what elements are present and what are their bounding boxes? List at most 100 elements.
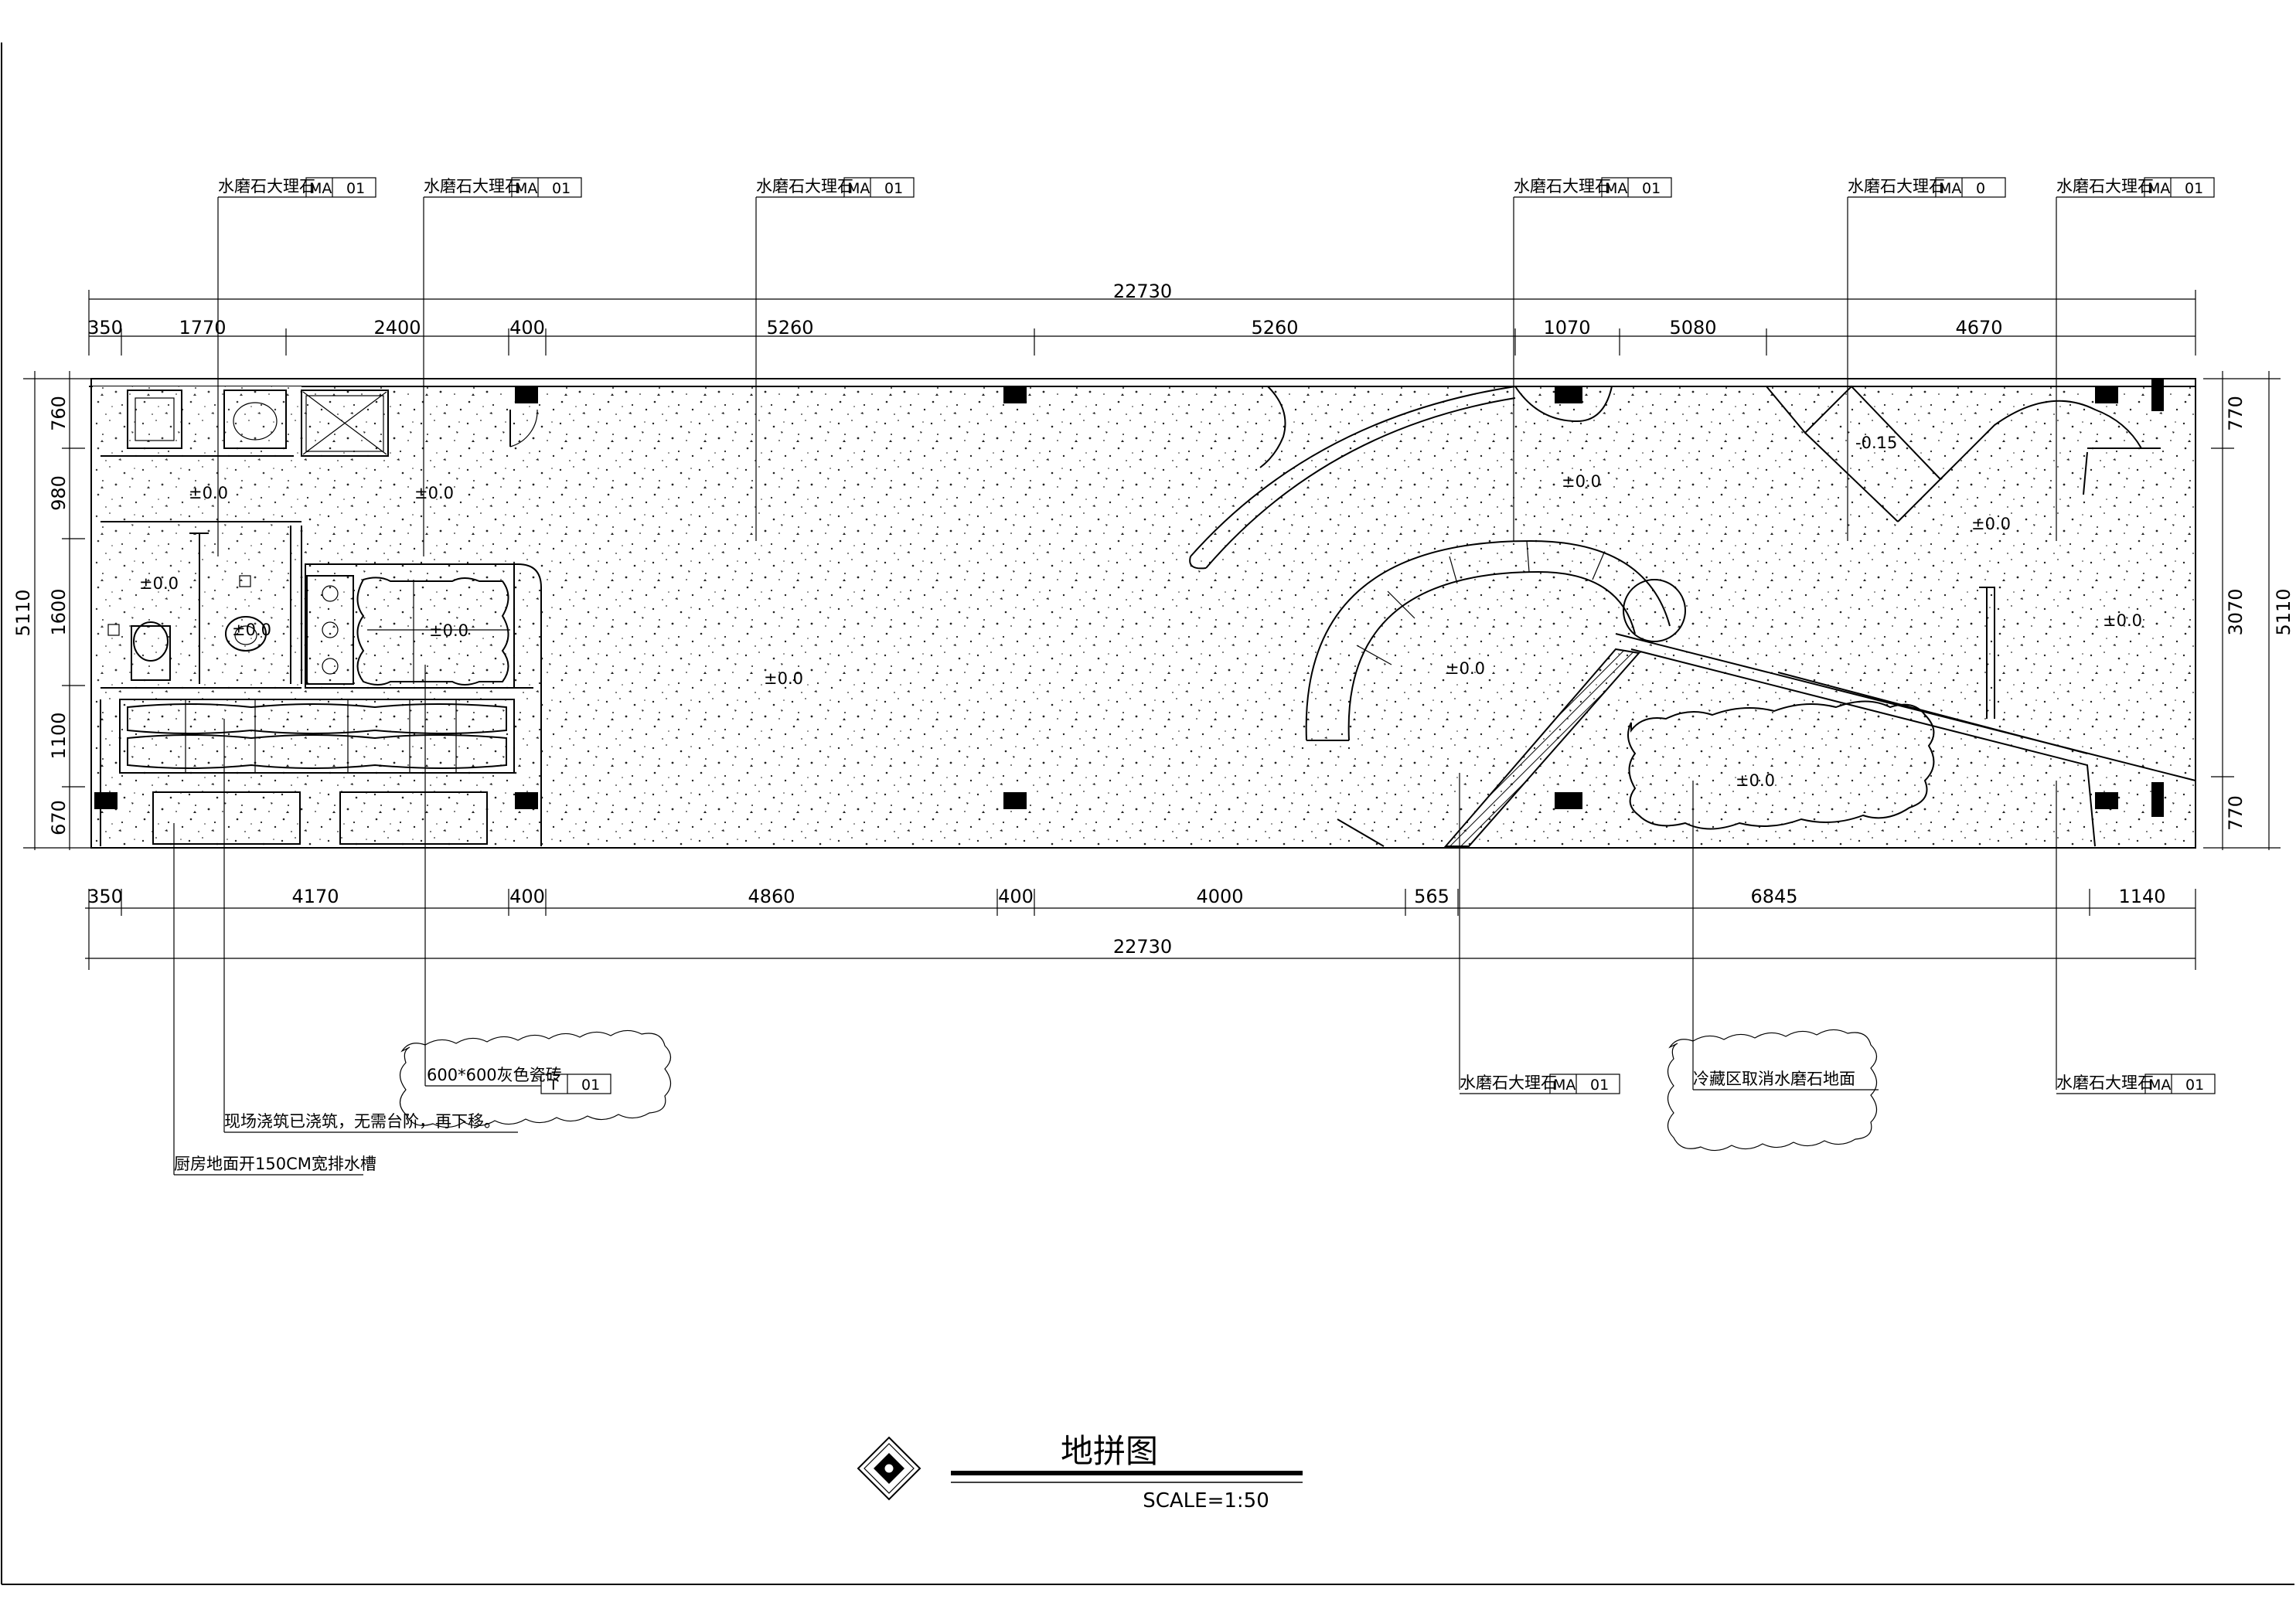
callout-top-6-text: 水磨石大理石 <box>2056 177 2154 196</box>
level-arc-inner: ±0.0 <box>1446 659 1485 678</box>
terrazzo-floor <box>93 386 2196 846</box>
right-partitions: -0.15 ±0.0 ±0.0 <box>1766 385 2161 719</box>
right-dimension-chain: 770 3070 770 5110 <box>2203 371 2294 850</box>
callout-top-4-tag-b: 01 <box>1642 180 1661 197</box>
dim-top-total: 22730 <box>1113 281 1172 302</box>
dim-top-8: 5080 <box>1669 317 1716 339</box>
callout-bottom-4-text: 水磨石大理石 <box>1460 1073 1557 1092</box>
dim-bottom-9: 1140 <box>2118 886 2165 907</box>
callout-top-5-tag-b: 0 <box>1976 180 1985 197</box>
dim-right-3: 770 <box>2225 795 2247 831</box>
callout-bottom-6-tag-a: MA <box>2148 1077 2171 1094</box>
level-toilet-b: ±0.0 <box>139 574 179 593</box>
callout-top-3-tag-a: MA <box>847 180 870 197</box>
drawing-title: 地拼图 <box>1061 1432 1158 1470</box>
dim-left-5: 670 <box>48 800 70 835</box>
dim-bottom-1: 350 <box>87 886 123 907</box>
callout-top-1-tag-a: MA <box>309 180 332 197</box>
dim-right-total: 5110 <box>2273 588 2294 635</box>
callout-top-3-text: 水磨石大理石 <box>756 177 853 196</box>
dim-top-9: 4670 <box>1955 317 2002 339</box>
floor-drain-icon <box>107 624 120 636</box>
callout-top-1-text: 水磨石大理石 <box>218 177 315 196</box>
sheet-border <box>1 43 2294 1585</box>
curved-counter: ±0.0 <box>1189 386 1613 570</box>
callout-bottom-cold-text: 冷藏区取消水磨石地面 <box>1693 1070 1855 1088</box>
level-cold: ±0.0 <box>1736 771 1775 790</box>
shower-stall <box>301 390 389 457</box>
callout-top-4-tag-a: MA <box>1605 180 1627 197</box>
callout-top-6-tag-a: MA <box>2148 180 2170 197</box>
dim-top-5: 5260 <box>766 317 813 339</box>
toilet-icon <box>131 621 171 681</box>
level-shower: ±0.0 <box>414 484 454 502</box>
level-arc-top: ±0.0 <box>1562 472 1601 491</box>
dim-right-2: 3070 <box>2225 588 2247 635</box>
level-corridor: ±0.0 <box>232 621 271 639</box>
level-step: -0.15 <box>1855 434 1897 452</box>
dim-left-1: 760 <box>48 396 70 431</box>
cold-storage-area: ±0.0 <box>1627 700 1935 830</box>
callout-bottom-tile-tag-b: 01 <box>581 1077 600 1094</box>
callout-top-6-tag-b: 01 <box>2185 180 2203 197</box>
dim-top-3: 2400 <box>373 317 421 339</box>
top-callouts: 水磨石大理石 水磨石大理石 水磨石大理石 水磨石大理石 水磨石大理石 水磨石大理… <box>217 177 2215 556</box>
dim-bottom-7: 565 <box>1414 886 1449 907</box>
callout-bottom-pour-text: 现场浇筑已浇筑，无需台阶，再下移。 <box>224 1112 500 1131</box>
dim-left-4: 1100 <box>48 712 70 759</box>
dim-left-total: 5110 <box>12 589 34 636</box>
level-right-b: ±0.0 <box>2103 611 2142 630</box>
squat-toilet-icon <box>225 616 267 652</box>
level-hall: ±0.0 <box>764 669 803 688</box>
dim-bottom-4: 4860 <box>748 886 795 907</box>
floor-plan: ±0.0 ±0.0 ±0.0 ±0.0 ±0.0 <box>89 378 2196 849</box>
dim-bottom-5: 400 <box>998 886 1034 907</box>
callout-top-3-tag-b: 01 <box>884 180 903 197</box>
dim-bottom-6: 4000 <box>1196 886 1243 907</box>
dim-left-2: 980 <box>48 475 70 511</box>
left-dimension-chain: 760 980 1600 1100 670 5110 <box>12 371 93 850</box>
dim-bottom-total: 22730 <box>1113 936 1172 958</box>
top-dimension-chain: 22730 350 1770 2400 400 5260 5260 1070 5… <box>87 281 2196 356</box>
washing-machine-icon <box>127 390 182 449</box>
bar-arc: ±0.0 <box>1305 539 1686 741</box>
callout-bottom-tile-tag-a: T <box>548 1077 558 1094</box>
level-toilet-a: ±0.0 <box>189 484 228 502</box>
callout-top-1-tag-b: 01 <box>346 180 365 197</box>
dim-bottom-2: 4170 <box>291 886 339 907</box>
stove-icon <box>306 575 354 685</box>
callout-bottom-tile-text: 600*600灰色瓷砖 <box>427 1066 562 1084</box>
title-block: 地拼图 SCALE=1:50 <box>857 1432 1303 1512</box>
dim-bottom-8: 6845 <box>1750 886 1797 907</box>
callout-top-5-tag-a: MA <box>1939 180 1961 197</box>
callout-bottom-4-tag-a: MA <box>1553 1077 1576 1094</box>
dim-top-7: 1070 <box>1543 317 1590 339</box>
dim-top-2: 1770 <box>179 317 226 339</box>
dim-left-3: 1600 <box>48 588 70 635</box>
dim-top-6: 5260 <box>1251 317 1298 339</box>
callout-bottom-6-tag-b: 01 <box>2185 1077 2204 1094</box>
sink-icon <box>223 390 287 449</box>
north-arrow-icon <box>857 1436 921 1501</box>
level-kitchen: ±0.0 <box>429 621 468 640</box>
level-right-a: ±0.0 <box>1971 515 2011 533</box>
restroom-block: ±0.0 ±0.0 ±0.0 ±0.0 <box>93 386 538 689</box>
staircase <box>1337 633 2196 847</box>
callout-top-5-text: 水磨石大理石 <box>1848 177 1945 196</box>
callout-bottom-6-text: 水磨石大理石 <box>2056 1073 2154 1092</box>
dim-right-1: 770 <box>2225 396 2247 431</box>
dim-bottom-3: 400 <box>509 886 545 907</box>
callout-bottom-drain-text: 厨房地面开150CM宽排水槽 <box>174 1155 376 1173</box>
callout-top-2-tag-b: 01 <box>552 180 571 197</box>
bottom-callouts: 600*600灰色瓷砖 现场浇筑已浇筑，无需台阶，再下移。 厨房地面开150CM… <box>173 665 2216 1176</box>
callout-top-4-text: 水磨石大理石 <box>1514 177 1611 196</box>
bottom-dimension-chain: 350 4170 400 4860 400 4000 565 6845 1140… <box>85 886 2196 970</box>
callout-top-2-tag-a: MA <box>515 180 537 197</box>
callout-top-2-text: 水磨石大理石 <box>424 177 521 196</box>
callout-bottom-4-tag-b: 01 <box>1590 1077 1609 1094</box>
drawing-scale: SCALE=1:50 <box>1143 1489 1269 1512</box>
kitchen-block: ±0.0 <box>100 563 542 846</box>
dim-top-4: 400 <box>509 317 545 339</box>
dim-top-1: 350 <box>87 317 123 339</box>
